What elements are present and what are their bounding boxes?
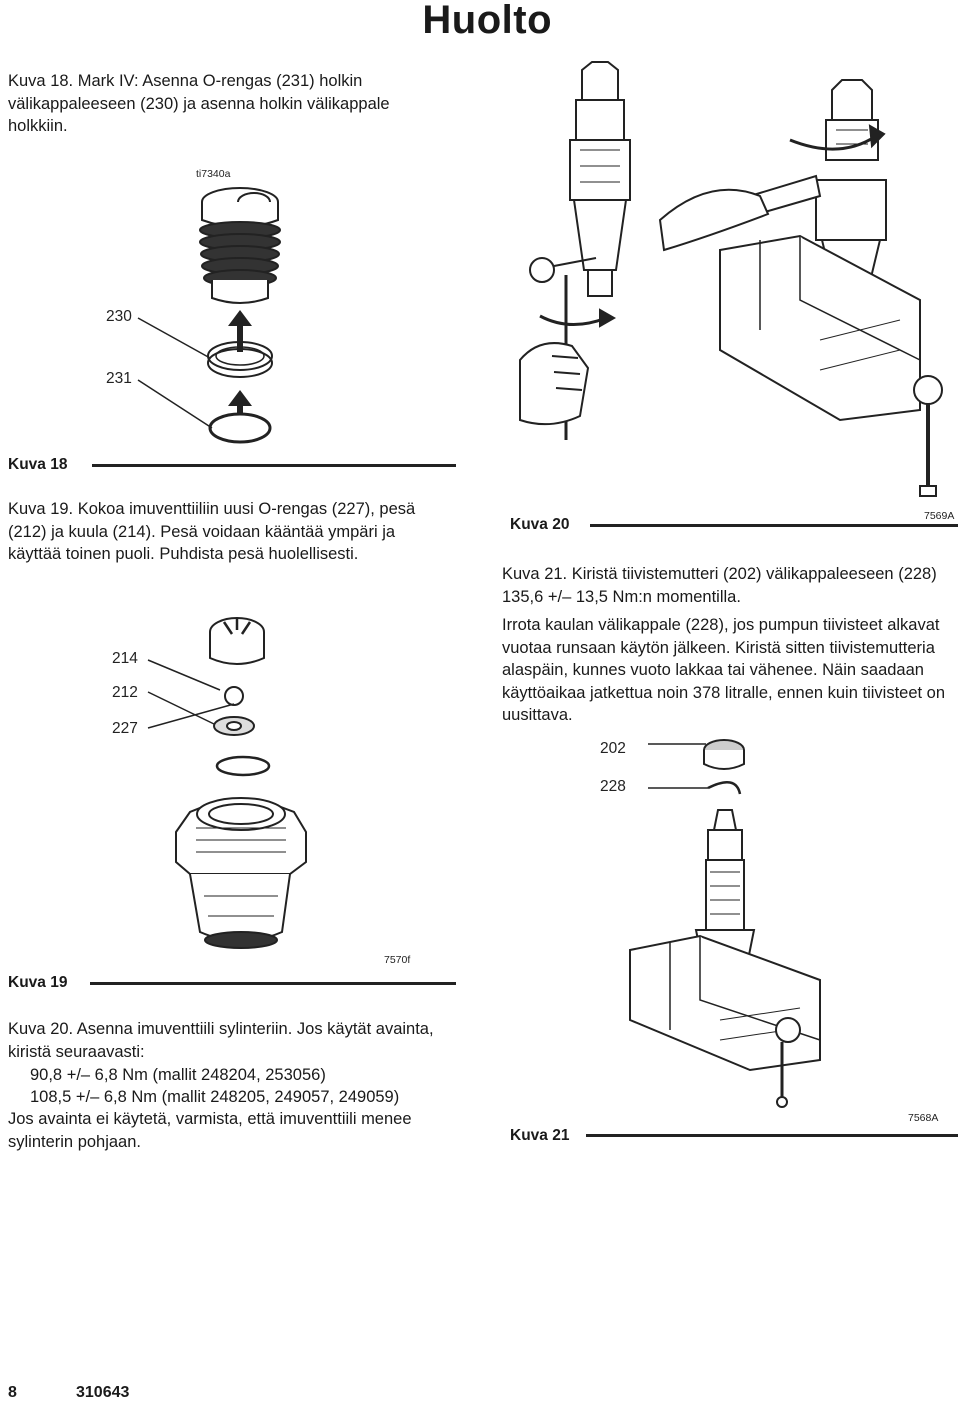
fig18-code: ti7340a — [196, 168, 231, 180]
page-number: 8 — [8, 1384, 17, 1401]
document-number: 310643 — [76, 1384, 130, 1401]
fig19-code: 7570f — [384, 954, 411, 966]
callout-212: 212 — [112, 684, 138, 701]
fig20-instruction: Kuva 20. Asenna imuventtiili sylinteriin… — [8, 1020, 434, 1061]
fig18-instruction: Kuva 18. Mark IV: Asenna O-rengas (231) … — [8, 72, 390, 135]
fig21-code: 7568A — [908, 1112, 939, 1124]
fig21-caption: Kuva 21 — [510, 1127, 570, 1144]
fig19-illustration — [147, 617, 307, 949]
fig20-illustration — [519, 61, 943, 497]
fig18-caption-rule — [92, 464, 456, 467]
fig19-caption: Kuva 19 — [8, 974, 68, 991]
page-title: Huolto — [422, 0, 552, 42]
callout-230: 230 — [106, 308, 132, 325]
fig20-torque-2: 108,5 +/– 6,8 Nm (mallit 248205, 249057,… — [30, 1088, 400, 1106]
fig19-instruction: Kuva 19. Kokoa imuventtiiliin uusi O-ren… — [8, 500, 416, 563]
callout-227: 227 — [112, 720, 138, 737]
callout-231: 231 — [106, 370, 132, 387]
fig21-instruction: Kuva 21. Kiristä tiivistemutteri (202) v… — [502, 565, 937, 606]
fig20-torque-1: 90,8 +/– 6,8 Nm (mallit 248204, 253056) — [30, 1066, 326, 1084]
fig21-illustration — [629, 739, 821, 1108]
callout-202: 202 — [600, 740, 626, 757]
fig20-note: Jos avainta ei käytetä, varmista, että i… — [8, 1110, 412, 1151]
fig20-caption-rule — [590, 524, 958, 527]
fig20-caption: Kuva 20 — [510, 516, 570, 533]
fig18-illustration — [137, 187, 281, 444]
fig20-code: 7569A — [924, 510, 955, 522]
fig18-caption: Kuva 18 — [8, 456, 68, 473]
callout-228: 228 — [600, 778, 626, 795]
fig21-caption-rule — [586, 1134, 958, 1137]
fig21-paragraph: Irrota kaulan välikappale (228), jos pum… — [502, 616, 946, 724]
callout-214: 214 — [112, 650, 138, 667]
fig19-caption-rule — [90, 982, 456, 985]
